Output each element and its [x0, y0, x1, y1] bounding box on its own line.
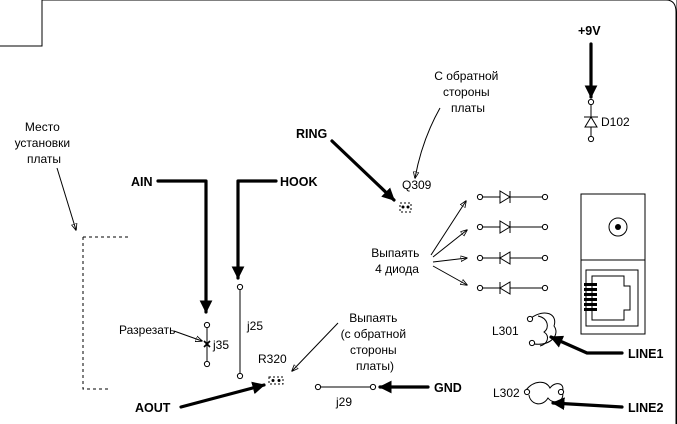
label-j25: j25 — [246, 319, 263, 333]
label-r320: R320 — [258, 352, 287, 366]
jumper-j29 — [314, 383, 377, 391]
arrow-line1 — [549, 335, 624, 355]
arrow-aout — [179, 381, 266, 409]
label-ring: RING — [296, 127, 327, 141]
diode-d102 — [584, 98, 598, 143]
label-gnd: GND — [434, 381, 462, 395]
pointer-diodes — [430, 201, 467, 285]
arrow-ring — [330, 139, 396, 202]
label-unsolder-reverse: Выпаять (с обратной стороны платы) — [341, 311, 410, 373]
diode-2 — [476, 220, 549, 234]
label-line2: LINE2 — [628, 401, 663, 415]
pointer-mount-place — [56, 167, 76, 230]
jumper-j35 — [203, 321, 211, 368]
label-cut: Разрезать — [119, 323, 175, 337]
jumper-j25 — [236, 283, 244, 380]
label-j29: j29 — [335, 395, 352, 409]
resistor-r320 — [268, 376, 284, 385]
transistor-q309 — [399, 202, 412, 213]
pointer-unsolder-reverse — [292, 322, 339, 371]
connector-jack — [580, 193, 646, 335]
arrow-line2 — [551, 397, 624, 411]
label-l302: L302 — [493, 386, 520, 400]
diode-4 — [476, 281, 549, 295]
arrow-ain — [156, 179, 213, 314]
arrow-hook — [231, 179, 278, 280]
pointer-cut — [173, 330, 202, 341]
coil-l301 — [526, 312, 557, 347]
label-unsolder-diodes: Выпаять 4 диода — [371, 246, 422, 276]
label-aout: AOUT — [135, 401, 171, 415]
label-mount-place: Место установки платы — [15, 120, 74, 166]
diode-3 — [476, 251, 549, 265]
label-hook: HOOK — [280, 175, 318, 189]
label-d102: D102 — [601, 115, 630, 129]
label-ain: AIN — [131, 175, 153, 189]
label-l301: L301 — [492, 324, 519, 338]
label-q309: Q309 — [402, 178, 432, 192]
pointer-reverse-side — [415, 107, 441, 178]
coil-l302 — [523, 381, 565, 405]
label-line1: LINE1 — [628, 347, 663, 361]
diode-1 — [476, 190, 549, 204]
mount-outline — [82, 236, 130, 390]
label-j35: j35 — [212, 338, 229, 352]
label-reverse-side: С обратной стороны платы — [434, 69, 501, 115]
label-plus9v: +9V — [578, 24, 601, 38]
